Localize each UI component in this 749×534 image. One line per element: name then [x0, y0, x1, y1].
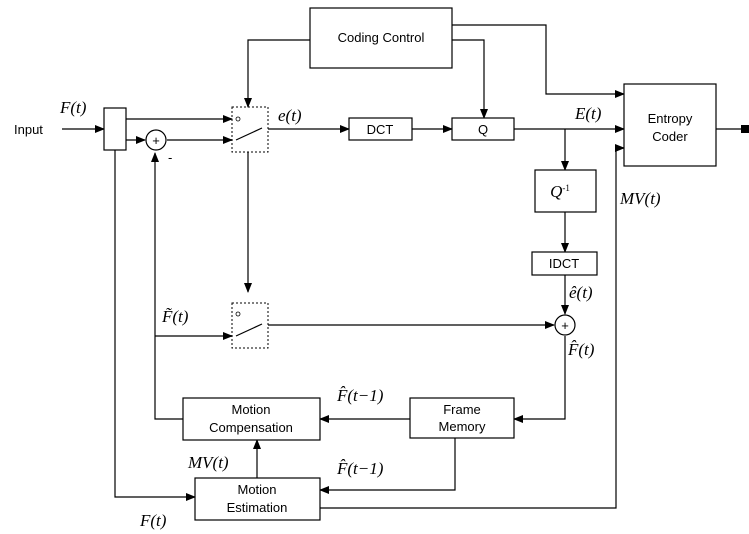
intra-inter-switch-2: [231, 302, 269, 349]
motion-compensation-label-line2: Compensation: [209, 420, 293, 435]
reconstructed-frame-label: F̂(t): [567, 340, 595, 359]
intra-inter-switch-1: [231, 106, 269, 153]
wire-splitter-to-me: [114, 150, 196, 501]
inverse-quantizer-block: [534, 169, 597, 213]
motion-estimation-label-line1: Motion: [237, 482, 276, 497]
motion-compensation-label-line1: Motion: [231, 402, 270, 417]
coding-control-block: [309, 7, 453, 69]
frame-memory-label-line2: Memory: [439, 419, 486, 434]
motion-vector-ec-label: MV(t): [619, 189, 661, 208]
input-splitter-block: [103, 107, 127, 151]
reconstructed-residual-label: ê(t): [569, 283, 593, 302]
minus-sign-label: -: [168, 150, 172, 165]
wire-adder2-to-fm: [513, 336, 566, 423]
prediction-frame-label: F̃(t): [161, 307, 189, 326]
idct-label: IDCT: [549, 256, 579, 271]
quantizer-label: Q: [478, 122, 488, 137]
entropy-coder-block: [623, 83, 717, 167]
signal-wires: [62, 24, 749, 509]
dct-block: [348, 117, 413, 141]
frame-memory-label-line1: Frame: [443, 402, 481, 417]
quantizer-block: [451, 117, 515, 141]
wire-mc-to-adder: [151, 152, 183, 420]
adder1-plus: +: [152, 133, 160, 148]
motion-estimation-block: [194, 477, 321, 521]
wire-cc-to-switch1: [244, 39, 310, 108]
motion-vector-mc-label: MV(t): [187, 453, 229, 472]
residual-label: e(t): [278, 106, 302, 125]
input-frame-label: F(t): [59, 98, 87, 117]
previous-frame-me-label: F̂(t−1): [336, 459, 384, 478]
input-label: Input: [14, 122, 43, 137]
previous-frame-mc-label: F̂(t−1): [336, 386, 384, 405]
wire-fm-to-me: [319, 438, 456, 494]
coding-control-label: Coding Control: [338, 30, 425, 45]
wire-cc-to-q: [452, 39, 488, 119]
output-terminal: [741, 125, 749, 133]
idct-block: [531, 251, 598, 276]
reconstruction-adder: +: [554, 314, 576, 336]
motion-estimation-label-line2: Estimation: [227, 500, 288, 515]
motion-compensation-block: [182, 397, 321, 441]
inverse-quantizer-label: Q-1: [550, 182, 570, 201]
entropy-coder-label-line1: Entropy: [648, 111, 693, 126]
entropy-coder-label-line2: Coder: [652, 129, 688, 144]
quantized-coeff-label: E(t): [574, 104, 602, 123]
dct-label: DCT: [367, 122, 394, 137]
input-frame-me-label: F(t): [139, 511, 167, 530]
frame-memory-block: [409, 397, 515, 439]
subtraction-node: +: [145, 129, 167, 151]
wire-cc-to-ec: [452, 24, 625, 98]
adder2-plus: +: [561, 318, 569, 333]
